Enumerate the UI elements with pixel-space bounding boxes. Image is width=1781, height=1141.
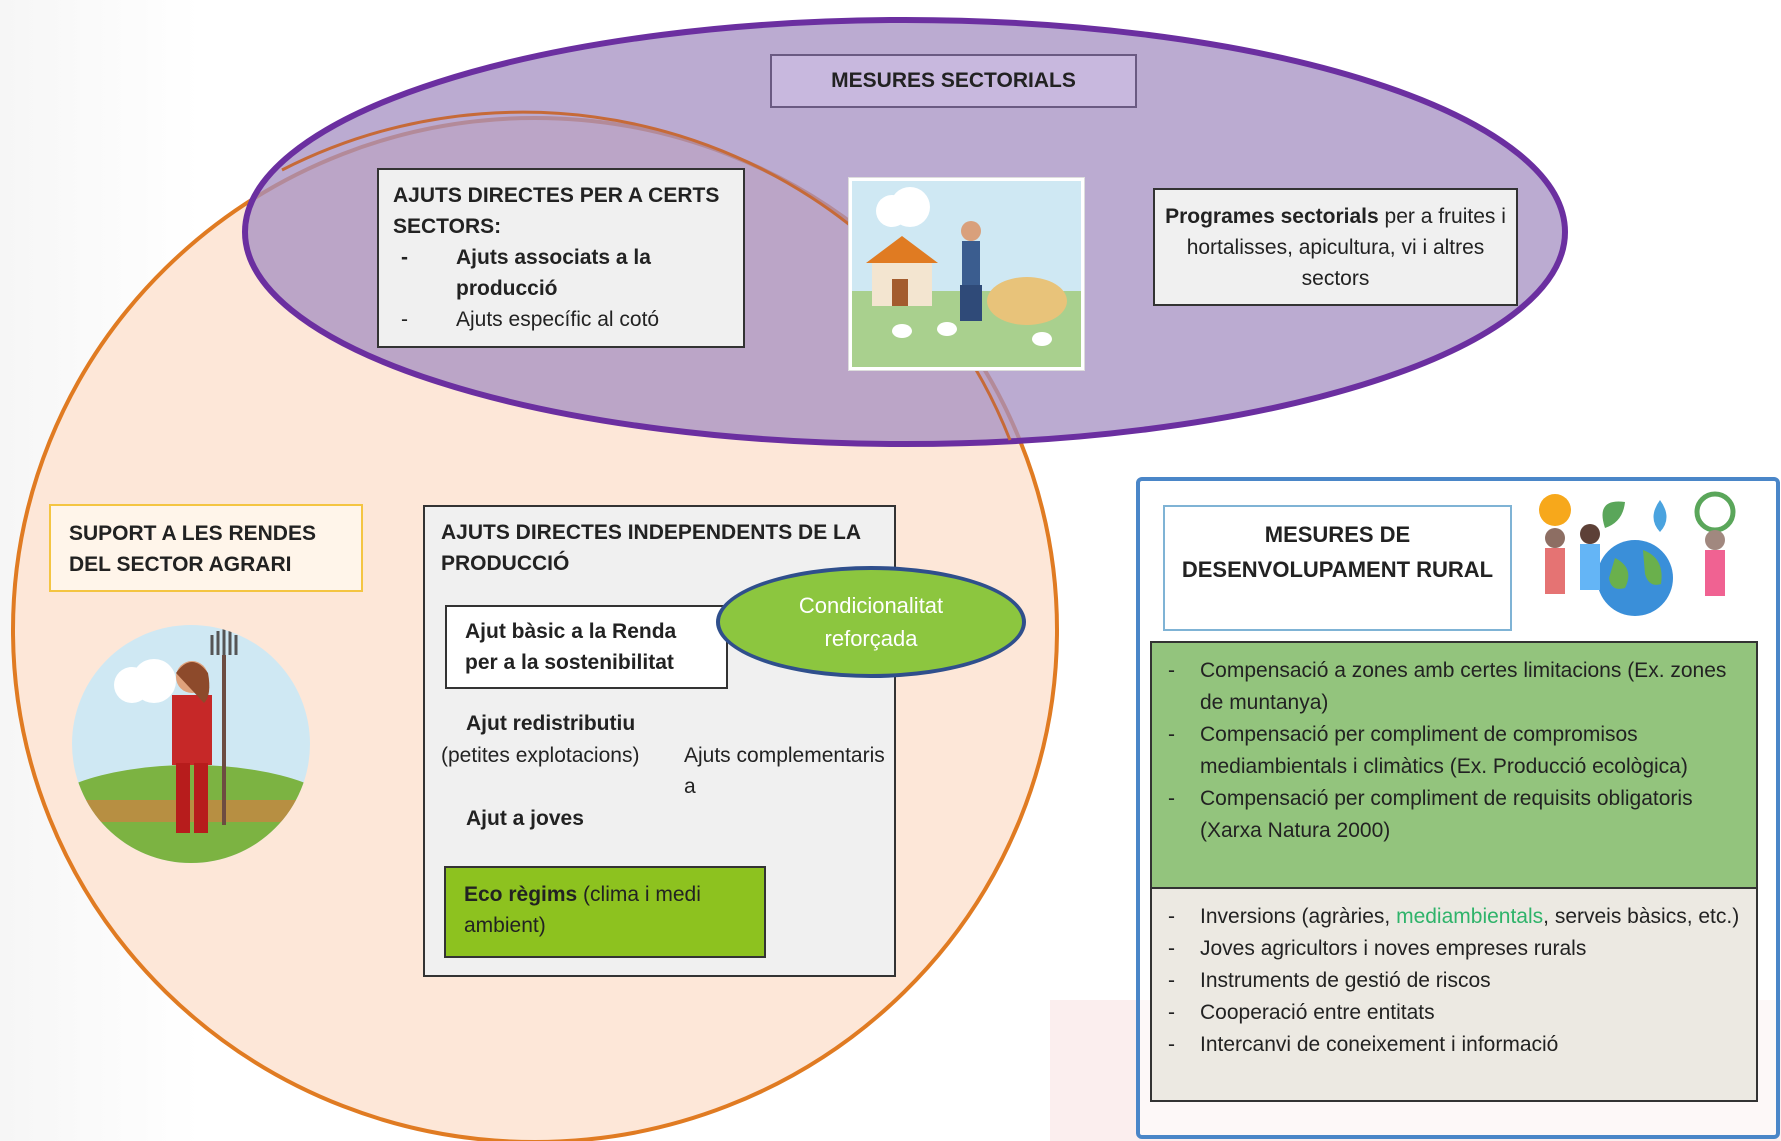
basic-income-text: Ajut bàsic a la Renda per a la sostenibi…: [465, 620, 677, 674]
sectorial-programs-text: Programes sectorials per a fruites i hor…: [1165, 201, 1506, 294]
support-title-box: SUPORT A LES RENDES DEL SECTOR AGRARI: [49, 504, 363, 592]
direct-sectors-box: AJUTS DIRECTES PER A CERTS SECTORS: Ajut…: [377, 168, 745, 348]
direct-sectors-list: Ajuts associats a la producció Ajuts esp…: [393, 242, 729, 335]
inv-green: mediambientals: [1396, 905, 1544, 928]
independent-title: AJUTS DIRECTES INDEPENDENTS DE LA PRODUC…: [441, 521, 861, 575]
inv-suffix: , serveis bàsics, etc.): [1543, 905, 1740, 928]
direct-sectors-title: AJUTS DIRECTES PER A CERTS SECTORS:: [393, 184, 720, 238]
direct-sectors-item: Ajuts específic al cotó: [393, 304, 729, 335]
rural-green-item: Compensació per compliment de compromiso…: [1160, 719, 1748, 783]
rural-other-list: Inversions (agràries, mediambientals, se…: [1160, 901, 1748, 1061]
programs-bold: Programes sectorials: [1165, 205, 1379, 228]
redistributive-label: Ajut redistributiu: [466, 712, 636, 735]
young-label: Ajut a joves: [466, 807, 584, 830]
rural-investments-item: Inversions (agràries, mediambientals, se…: [1160, 901, 1748, 933]
sectorial-title-box: MESURES SECTORIALS: [770, 54, 1137, 108]
complementary-label: Ajuts complementaris a: [684, 740, 894, 802]
rural-green-item: Compensació per compliment de requisits …: [1160, 783, 1748, 847]
rural-title: MESURES DE DESENVOLUPAMENT RURAL: [1181, 522, 1494, 582]
rural-other-item: Joves agricultors i noves empreses rural…: [1160, 933, 1748, 965]
direct-sectors-item: Ajuts associats a la producció: [393, 242, 729, 304]
complementary-text: Ajuts complementaris a: [684, 744, 885, 798]
rural-green-item: Compensació a zones amb certes limitacio…: [1160, 655, 1748, 719]
rural-green-list-box: Compensació a zones amb certes limitacio…: [1150, 641, 1758, 889]
rural-other-item: Intercanvi de coneixement i informació: [1160, 1029, 1748, 1061]
sectorial-programs-box: Programes sectorials per a fruites i hor…: [1153, 188, 1518, 306]
sectorial-title: MESURES SECTORIALS: [831, 69, 1076, 92]
rural-green-list: Compensació a zones amb certes limitacio…: [1160, 655, 1748, 847]
programs-rest: per a fruites i hortalisses, apicultura,…: [1186, 205, 1506, 290]
farm-illustration: [849, 178, 1084, 370]
rural-other-item: Instruments de gestió de riscos: [1160, 965, 1748, 997]
rural-illustration: [1525, 488, 1750, 628]
rural-other-item: Cooperació entre entitats: [1160, 997, 1748, 1029]
eco-regims-text: Eco règims (clima i medi ambient): [464, 879, 746, 941]
rural-other-list-box: Inversions (agràries, mediambientals, se…: [1150, 887, 1758, 1102]
basic-income-box: Ajut bàsic a la Renda per a la sostenibi…: [445, 605, 728, 689]
conditionality-text: Condicionalitat reforçada: [798, 593, 944, 651]
eco-bold: Eco règims: [464, 883, 578, 906]
support-title: SUPORT A LES RENDES DEL SECTOR AGRARI: [69, 522, 316, 576]
conditionality-ellipse: Condicionalitat reforçada: [716, 566, 1026, 678]
eco-regims-box: Eco règims (clima i medi ambient): [444, 866, 766, 958]
small-farms-label: (petites explotacions): [441, 744, 640, 767]
rural-title-box: MESURES DE DESENVOLUPAMENT RURAL: [1163, 505, 1512, 631]
farmer-illustration: [72, 625, 310, 863]
eco-rest: (clima i medi ambient): [464, 883, 701, 937]
inv-prefix: Inversions (agràries,: [1200, 905, 1397, 928]
